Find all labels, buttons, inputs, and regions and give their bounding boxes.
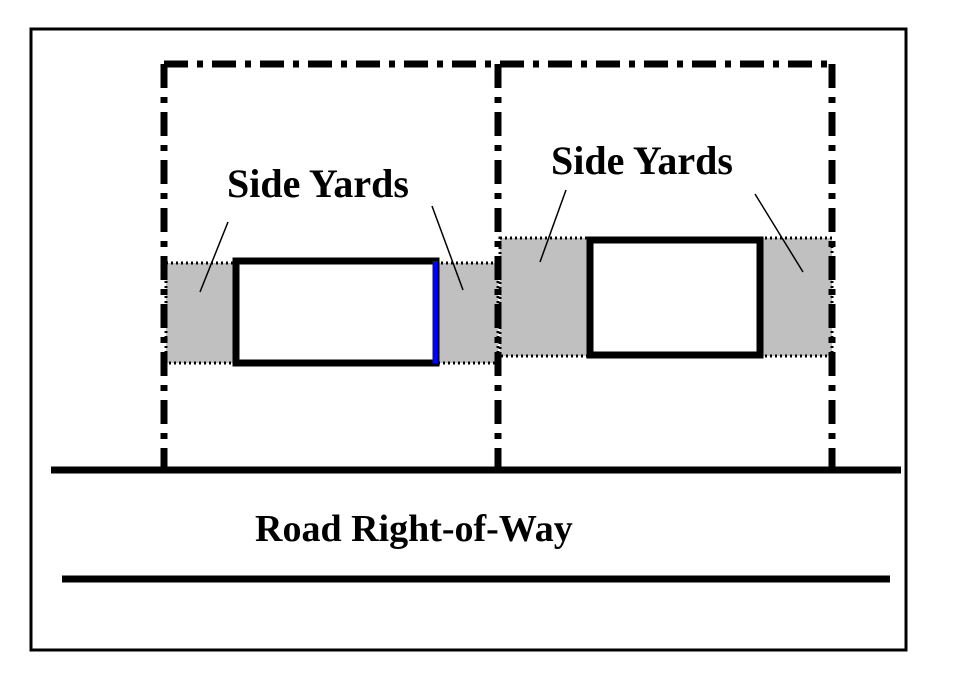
building-lot1 [232, 257, 440, 367]
side-yard-lot1-left [164, 261, 238, 365]
outer-frame [29, 27, 908, 652]
lot-boundaries [160, 60, 836, 468]
leader-line-lot2-right [754, 193, 804, 273]
building-lot2 [586, 236, 764, 359]
side-yard-lot2-right [758, 236, 834, 358]
side-yard-lot1-right [434, 261, 500, 365]
leader-line-lot1-left [199, 221, 229, 293]
road-right-of-way-label: Road Right-of-Way [255, 508, 573, 550]
leader-line-lot2-left [539, 189, 567, 263]
leader-lines [199, 189, 804, 293]
leader-line-lot1-right [431, 205, 464, 291]
side-yard-lot2-left [498, 236, 592, 358]
side-yards-label-right: Side Yards [551, 138, 733, 183]
side-yards-label-left: Side Yards [227, 161, 409, 206]
